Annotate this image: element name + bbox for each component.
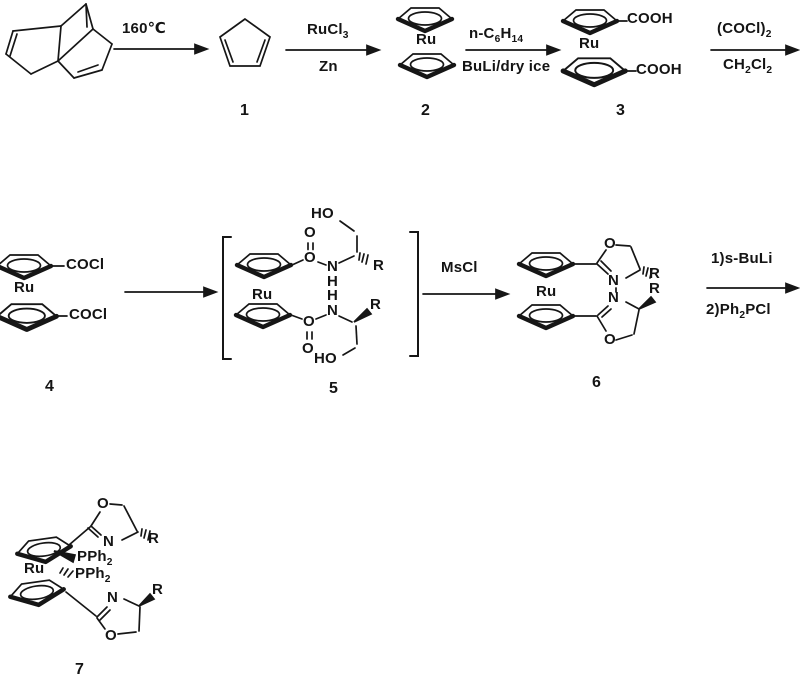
cp-ring: [400, 54, 454, 77]
compound-number-1: 1: [240, 102, 250, 119]
atom-label-o-carbonyl-bottom: O: [302, 340, 314, 357]
atom-label-pph2-bottom: PPh2: [75, 565, 111, 585]
reagent-ph2pcl: 2)Ph2PCl: [706, 301, 771, 321]
compound-number-3: 3: [616, 102, 626, 119]
cp-ring: [236, 304, 290, 327]
atom-label-ho-bottom: HO: [314, 350, 337, 367]
reagent-sbuli: 1)s-BuLi: [711, 250, 773, 267]
compound-number-4: 4: [45, 378, 55, 395]
reagent-mscl: MsCl: [441, 259, 478, 276]
reagent-oxalyl-chloride: (COCl)2: [717, 20, 772, 40]
cp-ring: [519, 253, 573, 276]
cp-ring: [237, 254, 291, 277]
compound-number-6: 6: [592, 374, 602, 391]
atom-label-cooh-bottom: COOH: [636, 61, 682, 78]
structure-cyclopentadiene: [218, 17, 272, 67]
structure-bisamide-intermediate: [222, 220, 419, 360]
arrow-step3: [465, 44, 562, 56]
reagent-hexane: n-C6H14: [469, 25, 524, 45]
atom-label-r-c7-top: R: [148, 530, 160, 547]
atom-label-ru-c6: Ru: [536, 283, 557, 300]
arrow-step2: [285, 44, 382, 56]
cp-ring: [9, 578, 66, 608]
atom-label-ho-top: HO: [311, 205, 334, 222]
atom-label-o-ester-bottom: O: [303, 313, 315, 330]
structure-dicyclopentadiene: [5, 3, 113, 79]
compound-number-2: 2: [421, 102, 431, 119]
atom-label-ru-c2: Ru: [416, 31, 437, 48]
atom-label-r-c5-top: R: [373, 257, 385, 274]
reagent-dcm: CH2Cl2: [723, 56, 773, 76]
atom-label-o-c7-bottom: O: [105, 627, 117, 644]
compound-number-7: 7: [75, 661, 85, 678]
arrow-step5: [124, 286, 219, 298]
reagent-buli-dry-ice: BuLi/dry ice: [462, 58, 551, 75]
atom-label-r-c6-bottom: R: [649, 280, 661, 297]
cp-ring: [0, 255, 51, 278]
atom-label-cocl-top: COCl: [66, 256, 105, 273]
atom-label-ru-c5: Ru: [252, 286, 273, 303]
atom-label-ru-c3: Ru: [579, 35, 600, 52]
atom-label-o-c6-top: O: [604, 235, 616, 252]
cp-ring: [563, 58, 625, 84]
atom-label-o-c7-top: O: [97, 495, 109, 512]
cp-ring: [0, 304, 57, 329]
atom-label-n-c6-bottom: N: [608, 289, 620, 306]
structure-diphosphine-bisoxazoline: [9, 503, 156, 635]
atom-label-n-c7-bottom: N: [107, 589, 119, 606]
reagent-temperature: 160℃: [122, 20, 166, 37]
bracket-right: [409, 231, 419, 357]
bracket-left: [222, 236, 232, 360]
atom-label-n-top: N: [327, 258, 339, 275]
atom-label-o-ester-top: O: [304, 249, 316, 266]
structure-bisoxazoline: [519, 244, 657, 341]
arrow-step1: [113, 43, 210, 55]
reagent-rucl3: RuCl3: [307, 21, 349, 41]
atom-label-ru-c7: Ru: [24, 560, 45, 577]
atom-label-o-c6-bottom: O: [604, 331, 616, 348]
atom-label-ru-c4: Ru: [14, 279, 35, 296]
atom-label-o-carbonyl-top: O: [304, 224, 316, 241]
atom-label-n-bottom: N: [327, 302, 339, 319]
atom-label-n-c6-top: N: [608, 272, 620, 289]
arrow-step6: [422, 288, 511, 300]
atom-label-n-c7-top: N: [103, 533, 115, 550]
reagent-zn: Zn: [319, 58, 338, 75]
cp-ring: [398, 8, 452, 31]
structure-diacid-chloride: [0, 255, 68, 330]
structure-diacid: [563, 10, 637, 85]
cp-ring: [519, 305, 573, 328]
arrow-step7: [706, 282, 800, 294]
atom-label-h-bottom: H: [327, 287, 339, 304]
atom-label-cocl-bottom: COCl: [69, 306, 108, 323]
cp-ring: [563, 10, 617, 33]
atom-label-r-c6-top: R: [649, 265, 661, 282]
atom-label-r-c5-bottom: R: [370, 296, 382, 313]
compound-number-5: 5: [329, 380, 339, 397]
atom-label-cooh-top: COOH: [627, 10, 673, 27]
arrow-step4: [710, 44, 800, 56]
atom-label-r-c7-bottom: R: [152, 581, 164, 598]
atom-label-h-top: H: [327, 273, 339, 290]
atom-label-pph2-top: PPh2: [77, 548, 113, 568]
